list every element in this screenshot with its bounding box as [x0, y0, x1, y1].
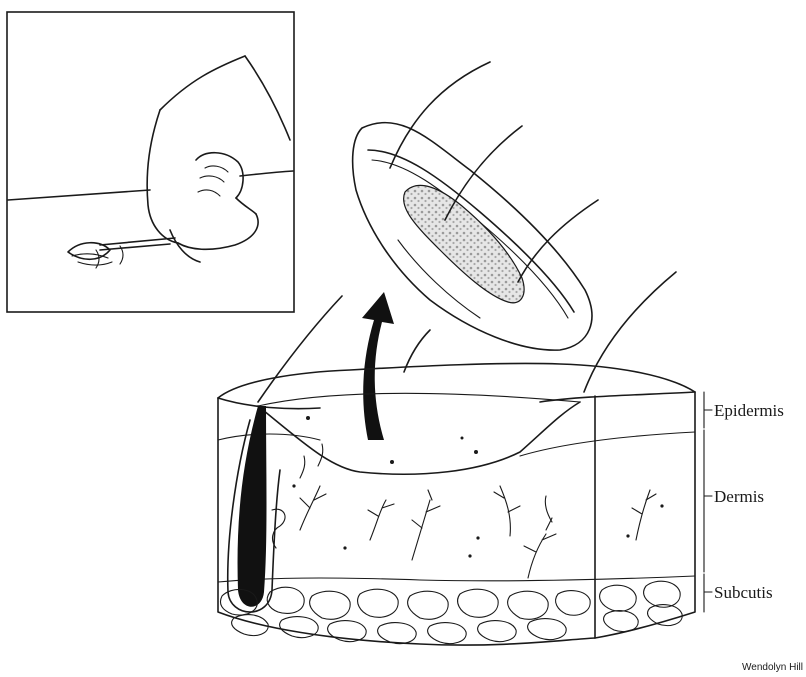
skin-surface — [218, 363, 695, 398]
dermis-boundary — [218, 576, 695, 582]
subcutis-label: Subcutis — [714, 583, 773, 602]
shave-crater — [258, 402, 580, 474]
artist-credit: Wendolyn Hill — [742, 662, 803, 673]
lift-arrow-icon — [362, 292, 394, 440]
skin-block — [218, 272, 695, 645]
dermis-label: Dermis — [714, 487, 764, 506]
epidermis-boundary — [218, 434, 320, 440]
epidermis-label: Epidermis — [714, 401, 784, 420]
inset-frame — [7, 12, 294, 312]
blood-vessels — [300, 444, 656, 578]
subcutis-bracket — [704, 574, 712, 612]
dermis-bracket — [704, 430, 712, 572]
epidermis-bracket — [704, 392, 712, 428]
lesion-stipple — [404, 185, 524, 302]
excised-specimen — [353, 62, 598, 350]
layer-labels: Epidermis Dermis Subcutis — [704, 392, 784, 612]
inset-panel — [7, 12, 294, 312]
